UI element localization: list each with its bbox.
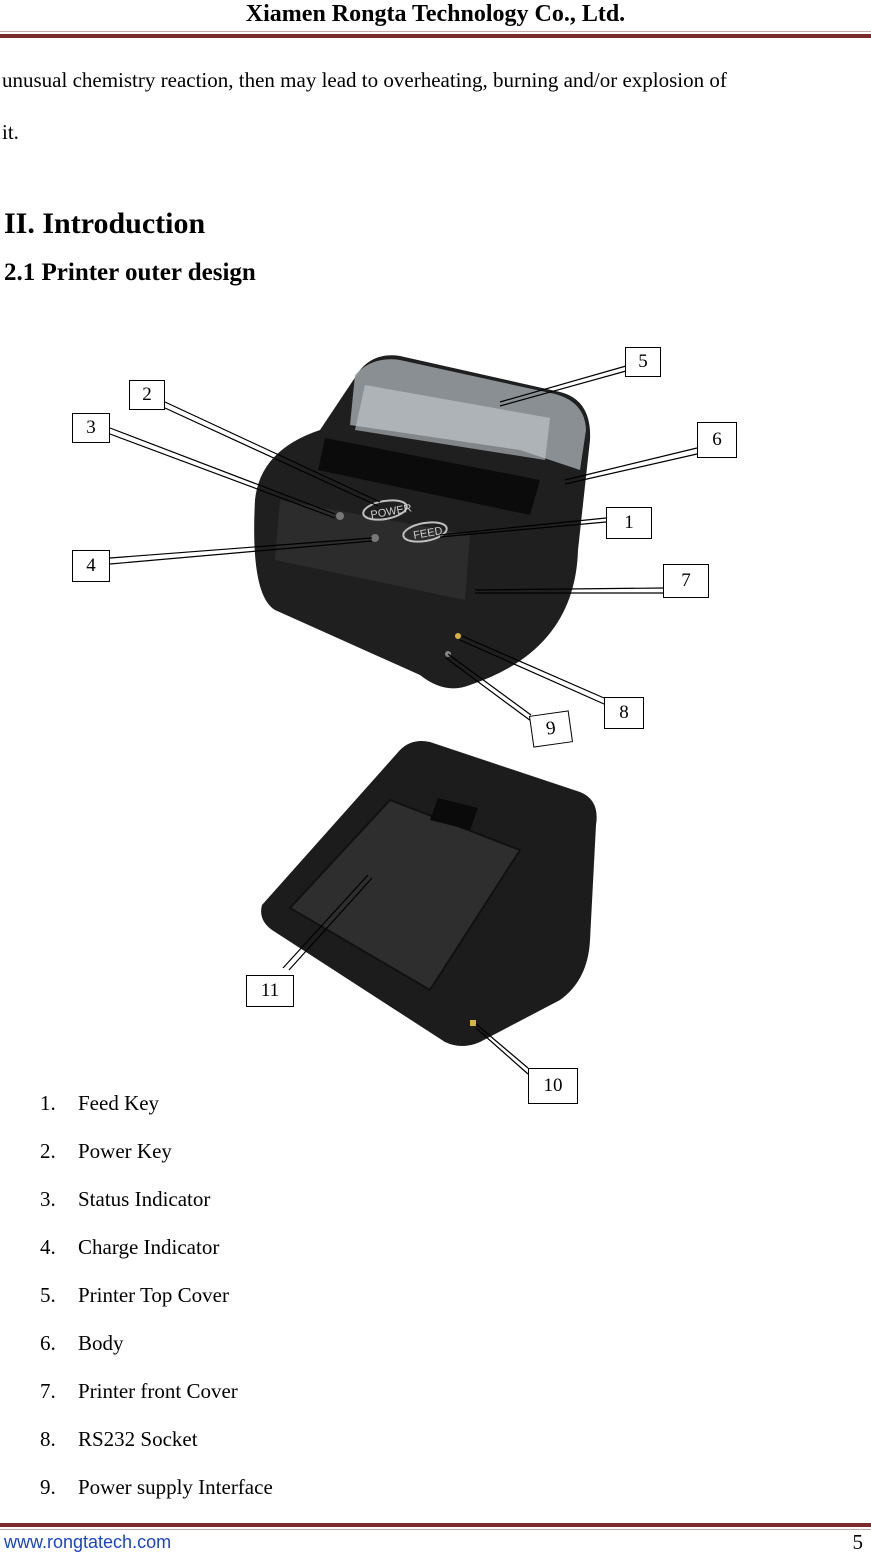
callout-6: 6 xyxy=(697,422,737,458)
header-rule-thin xyxy=(0,31,871,32)
callout-10: 10 xyxy=(528,1068,578,1104)
list-item-number: 6. xyxy=(40,1331,56,1355)
list-item-number: 1. xyxy=(40,1091,56,1115)
list-item-number: 9. xyxy=(40,1475,56,1499)
callout-4: 4 xyxy=(72,550,110,582)
printer-front-view: POWER FEED xyxy=(254,355,591,689)
list-item-label: Printer Top Cover xyxy=(78,1283,229,1307)
callout-3: 3 xyxy=(72,413,110,443)
list-item-number: 4. xyxy=(40,1235,56,1259)
list-item: 4. Charge Indicator xyxy=(40,1232,273,1280)
subsection-heading: 2.1 Printer outer design xyxy=(4,259,256,286)
list-item: 7. Printer front Cover xyxy=(40,1376,273,1424)
callout-5: 5 xyxy=(625,347,661,377)
list-item: 9. Power supply Interface xyxy=(40,1472,273,1520)
footer-website-link[interactable]: www.rongtatech.com xyxy=(4,1532,172,1552)
parts-list: 1. Feed Key 2. Power Key 3. Status Indicato… xyxy=(40,1088,273,1520)
printer-back-view xyxy=(261,741,597,1046)
list-item-label: Power supply Interface xyxy=(78,1475,273,1499)
list-item-number: 8. xyxy=(40,1427,56,1451)
list-item-label: RS232 Socket xyxy=(78,1427,198,1451)
list-item-number: 5. xyxy=(40,1283,56,1307)
list-item: 6. Body xyxy=(40,1328,273,1376)
list-item-label: Feed Key xyxy=(78,1091,160,1115)
callout-11: 11 xyxy=(246,975,294,1007)
list-item-label: Body xyxy=(78,1331,124,1355)
list-item: 1. Feed Key xyxy=(40,1088,273,1136)
feed-key-label: FEED xyxy=(412,525,443,542)
callout-2: 2 xyxy=(129,380,165,410)
callout-1: 1 xyxy=(606,507,652,539)
footer-rule-thick xyxy=(0,1523,871,1527)
continuation-line-2: it. xyxy=(2,120,19,144)
leader-lines xyxy=(109,365,698,1075)
callout-9: 9 xyxy=(528,710,574,748)
list-item-number: 3. xyxy=(40,1187,56,1211)
list-item-label: Power Key xyxy=(78,1139,172,1163)
page-number: 5 xyxy=(852,1530,864,1554)
list-item-label: Charge Indicator xyxy=(78,1235,220,1259)
list-item: 2. Power Key xyxy=(40,1136,273,1184)
list-item-number: 7. xyxy=(40,1379,56,1403)
continuation-line-1: unusual chemistry reaction, then may lea… xyxy=(2,68,727,92)
header-rule-thick xyxy=(0,34,871,38)
list-item: 5. Printer Top Cover xyxy=(40,1280,273,1328)
callout-7: 7 xyxy=(663,564,709,598)
header-company: Xiamen Rongta Technology Co., Ltd. xyxy=(245,1,626,27)
printer-illustration: POWER FEED xyxy=(109,355,698,1075)
printer-figure: POWER FEED xyxy=(0,330,871,1110)
list-item-number: 2. xyxy=(40,1139,56,1163)
callout-8: 8 xyxy=(604,697,644,729)
list-item-label: Printer front Cover xyxy=(78,1379,238,1403)
list-item-label: Status Indicator xyxy=(78,1187,211,1211)
section-heading: II. Introduction xyxy=(4,207,206,240)
footer-rule-thin xyxy=(0,1529,871,1530)
list-item: 3. Status Indicator xyxy=(40,1184,273,1232)
list-item: 8. RS232 Socket xyxy=(40,1424,273,1472)
